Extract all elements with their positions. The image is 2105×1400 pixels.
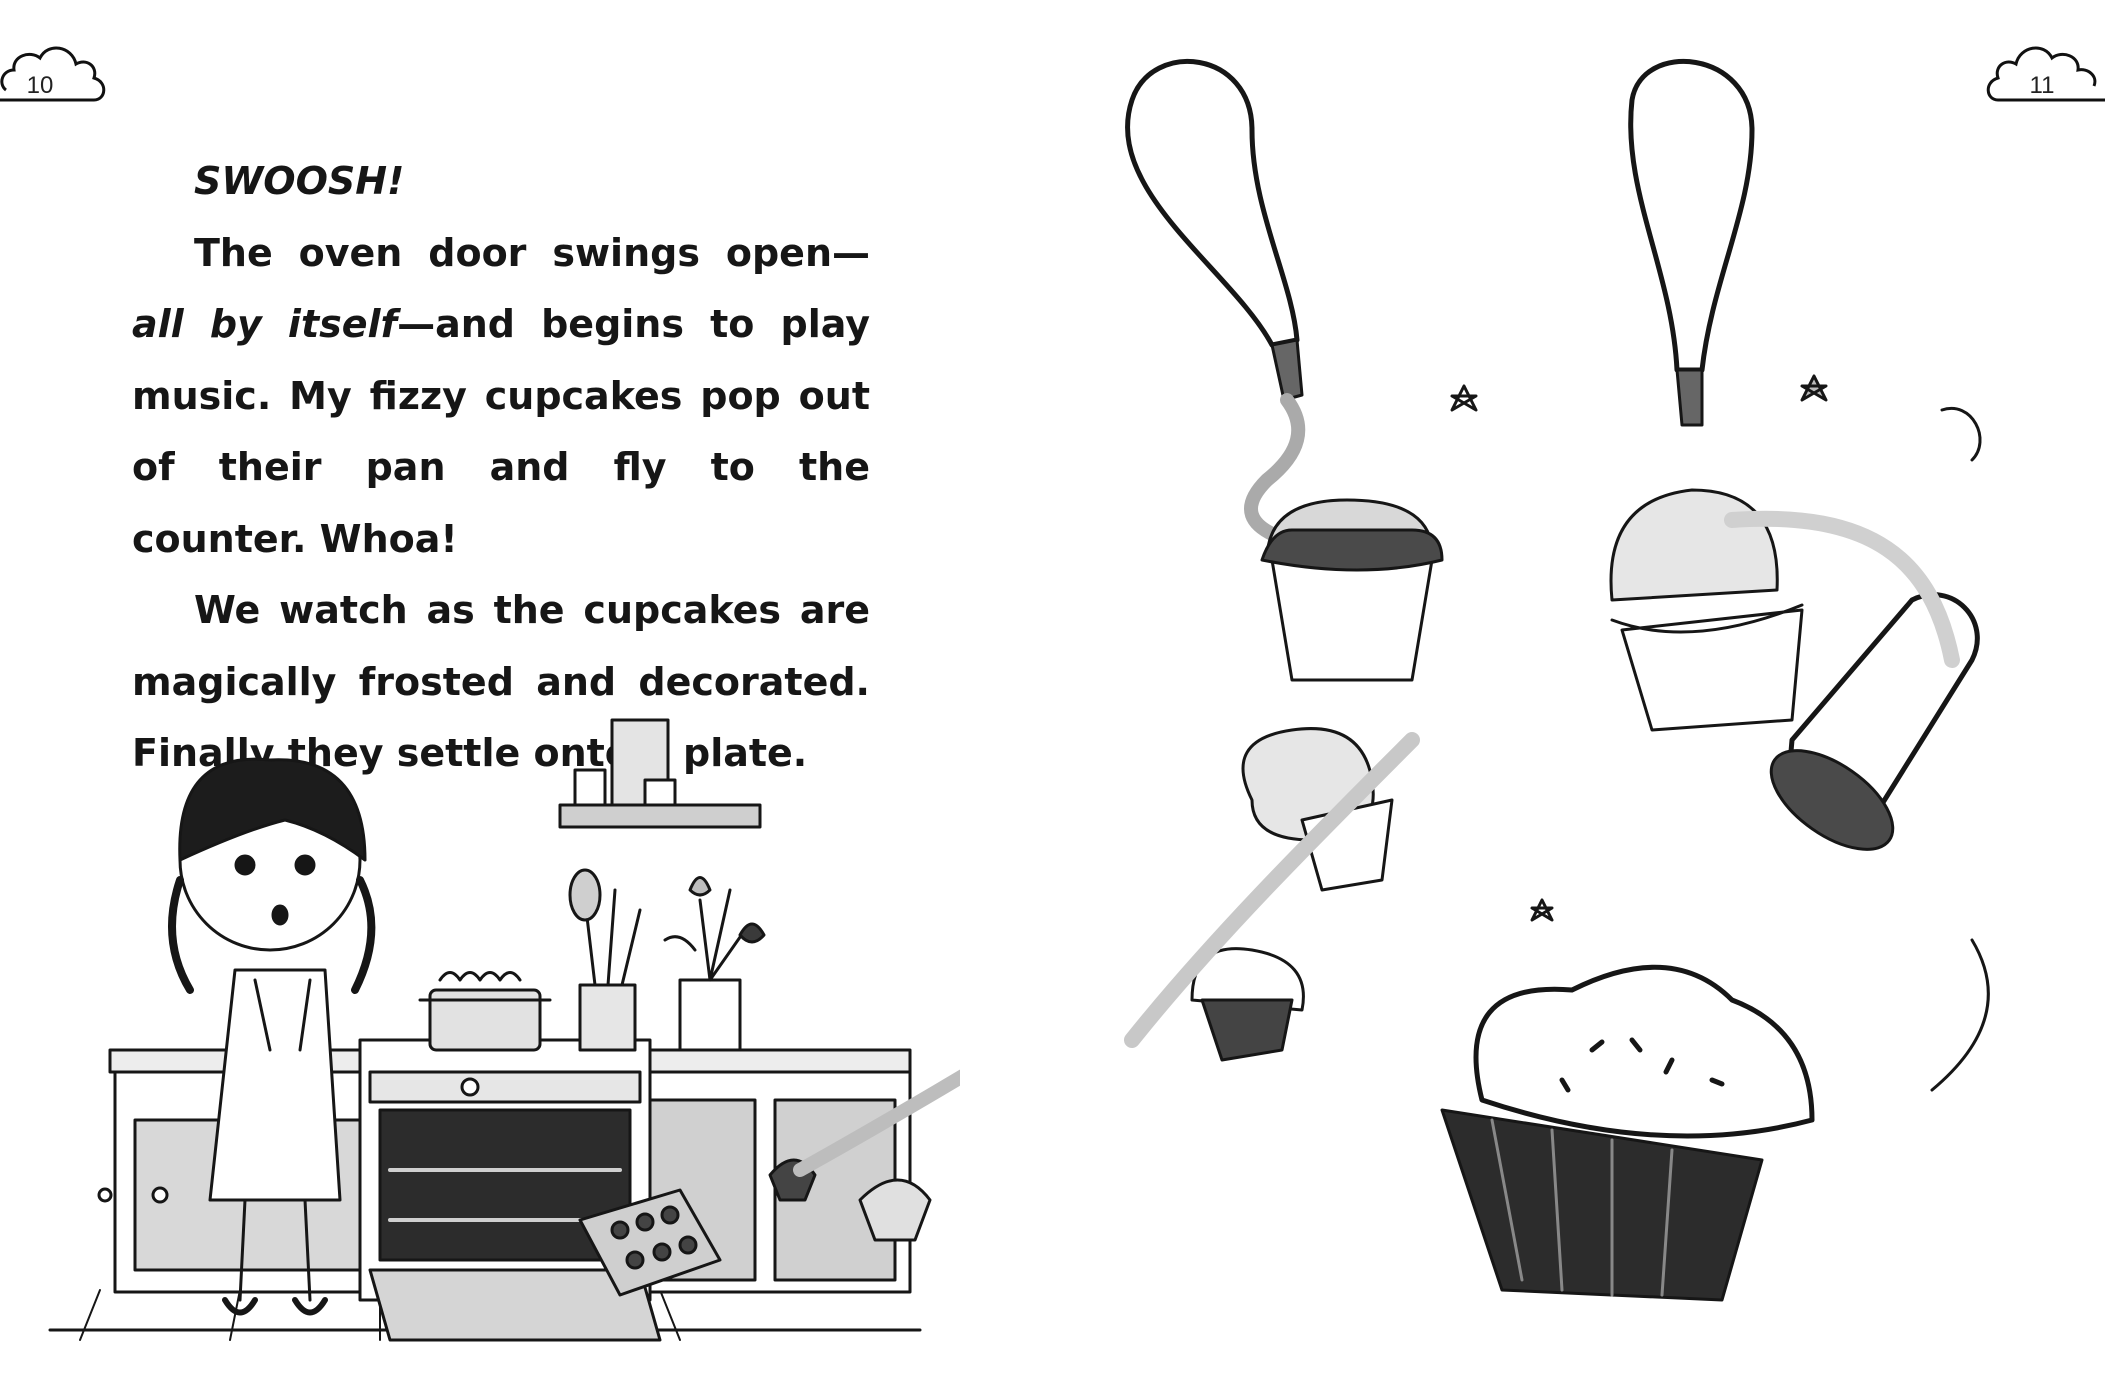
story-text: SWOOSH! The oven door swings open— all by… [132,146,870,790]
magic-cupcakes-illustration [1124,58,1990,1302]
page-number: 10 [26,72,54,99]
kitchen-illustration [48,718,960,1342]
page-number-cloud-right: 11 [1982,30,2105,110]
text-oven-door-2: —and begins to play music. My fizzy cupc… [132,302,870,561]
paragraph-oven-door: The oven door swings open— all by itself—… [132,218,870,576]
cloud-icon [1986,46,2105,102]
text-oven-door-1: The oven door swings open— [194,230,870,275]
left-page: 10 SWOOSH! The oven door swings open— all… [0,0,1052,1400]
right-page: 11 [1052,0,2105,1400]
paragraph-swoosh: SWOOSH! [132,146,870,218]
page-number: 11 [2029,72,2055,99]
page-number-cloud-left: 10 [0,30,106,110]
text-we-watch: We watch as the cupcakes are magically f… [132,588,870,775]
text-all-by-itself: all by itself [132,302,398,346]
text-swoosh: SWOOSH! [194,159,405,203]
cloud-icon [0,46,106,102]
paragraph-we-watch: We watch as the cupcakes are magically f… [132,575,870,790]
